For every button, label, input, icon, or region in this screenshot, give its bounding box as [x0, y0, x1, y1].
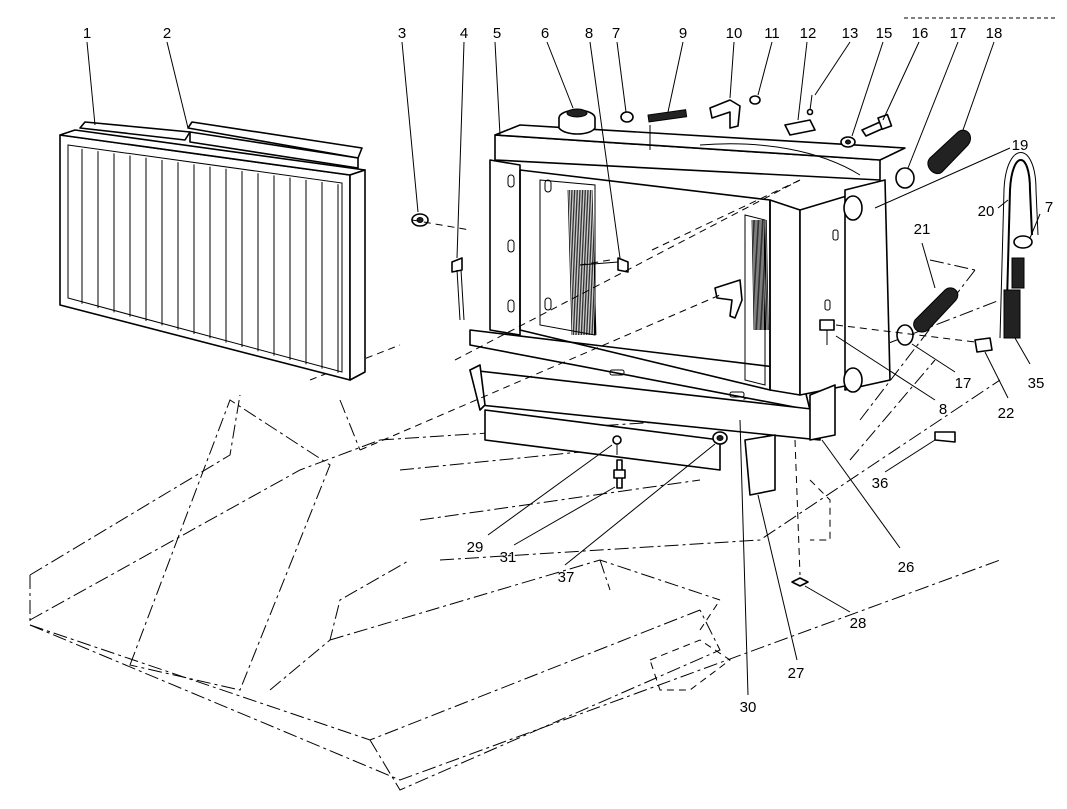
callout-37: 37	[558, 569, 575, 586]
callout-12: 12	[800, 25, 817, 42]
bolt-lower-right	[934, 431, 956, 443]
callout-29: 29	[467, 539, 484, 556]
bottom-tray	[469, 364, 836, 496]
tube-clip	[974, 337, 993, 353]
core-fin	[580, 189, 586, 336]
hose-clamp-lower	[896, 324, 914, 346]
callout-7b: 7	[1045, 199, 1053, 216]
callout-3: 3	[398, 25, 406, 42]
callout-20: 20	[978, 203, 995, 220]
drain-petcock	[714, 279, 743, 319]
bolt-bottom	[612, 435, 622, 455]
core-fin	[765, 219, 769, 331]
callout-18: 18	[986, 25, 1003, 42]
upper-hose	[927, 129, 972, 174]
callout-9: 9	[679, 25, 687, 42]
washer	[840, 136, 856, 148]
callout-8b: 8	[939, 401, 947, 418]
chassis-frame	[29, 259, 1001, 791]
callout-31: 31	[500, 549, 517, 566]
core-fin	[572, 189, 578, 336]
callout-6: 6	[541, 25, 549, 42]
gasket-pad	[784, 119, 816, 136]
callout-21: 21	[914, 221, 931, 238]
bolt-middle	[579, 257, 629, 273]
core-fin	[574, 189, 579, 336]
bolt-top-right	[861, 113, 893, 137]
hose-clamp-upper	[895, 167, 915, 189]
callout-4: 4	[460, 25, 468, 42]
callout-15: 15	[876, 25, 893, 42]
hardware	[411, 94, 1039, 587]
nut-tray	[712, 431, 728, 445]
callouts: 1 2 3 4 5 6 8 7 9 10 11 12 13 15 16 17 1…	[83, 25, 1053, 716]
callout-22: 22	[998, 405, 1015, 422]
nut-top	[749, 95, 761, 105]
core-fin	[759, 219, 763, 331]
radiator-screen	[59, 129, 366, 381]
core-fin	[583, 189, 589, 336]
core-fin	[585, 189, 590, 336]
elbow-fitting	[709, 99, 741, 129]
callout-1: 1	[83, 25, 91, 42]
callout-35: 35	[1028, 375, 1045, 392]
callout-8: 8	[585, 25, 593, 42]
callout-5: 5	[493, 25, 501, 42]
core-fin	[763, 219, 767, 331]
callout-27: 27	[788, 665, 805, 682]
core-fin	[752, 219, 756, 331]
hose-clamp-right	[1013, 235, 1033, 249]
callout-28: 28	[850, 615, 867, 632]
core-fin	[758, 219, 761, 331]
hose-pieces	[1003, 257, 1025, 339]
callout-36: 36	[872, 475, 889, 492]
core-fin	[764, 219, 768, 331]
core-fin	[570, 189, 576, 336]
core-fin	[762, 219, 765, 331]
leader-lines	[86, 17, 1057, 696]
wing-nut	[791, 577, 809, 587]
core-fin	[578, 189, 584, 336]
lower-hose	[913, 287, 959, 333]
core-fin	[567, 189, 573, 336]
callout-16: 16	[912, 25, 929, 42]
core-fin	[569, 189, 574, 336]
overflow-tube	[999, 152, 1039, 339]
bolt-right	[819, 319, 835, 345]
callout-26: 26	[898, 559, 915, 576]
core-fin	[751, 219, 755, 331]
core-fin	[582, 189, 587, 336]
hose-clamp-small	[620, 111, 634, 123]
callout-11: 11	[764, 25, 780, 42]
callout-2: 2	[163, 25, 171, 42]
callout-19: 19	[1012, 137, 1029, 154]
core-fin	[575, 189, 581, 336]
core-fin	[755, 219, 759, 331]
core-fin	[760, 219, 764, 331]
core-fin	[588, 189, 594, 336]
core-fin	[754, 219, 757, 331]
overflow-hose	[647, 109, 688, 123]
callout-30: 30	[740, 699, 757, 716]
radiator-cap	[558, 108, 596, 135]
drain-pin	[613, 459, 626, 489]
radiator-frame	[469, 124, 906, 411]
callout-7: 7	[612, 25, 620, 42]
core-fin	[756, 219, 760, 331]
callout-17b: 17	[955, 375, 972, 392]
bolt-left	[451, 257, 465, 321]
pin	[806, 94, 814, 116]
callout-10: 10	[726, 25, 743, 42]
core-fin	[577, 189, 582, 336]
callout-13: 13	[842, 25, 859, 42]
core-fin	[586, 189, 592, 336]
seal-strips	[79, 121, 363, 169]
callout-17: 17	[950, 25, 967, 42]
